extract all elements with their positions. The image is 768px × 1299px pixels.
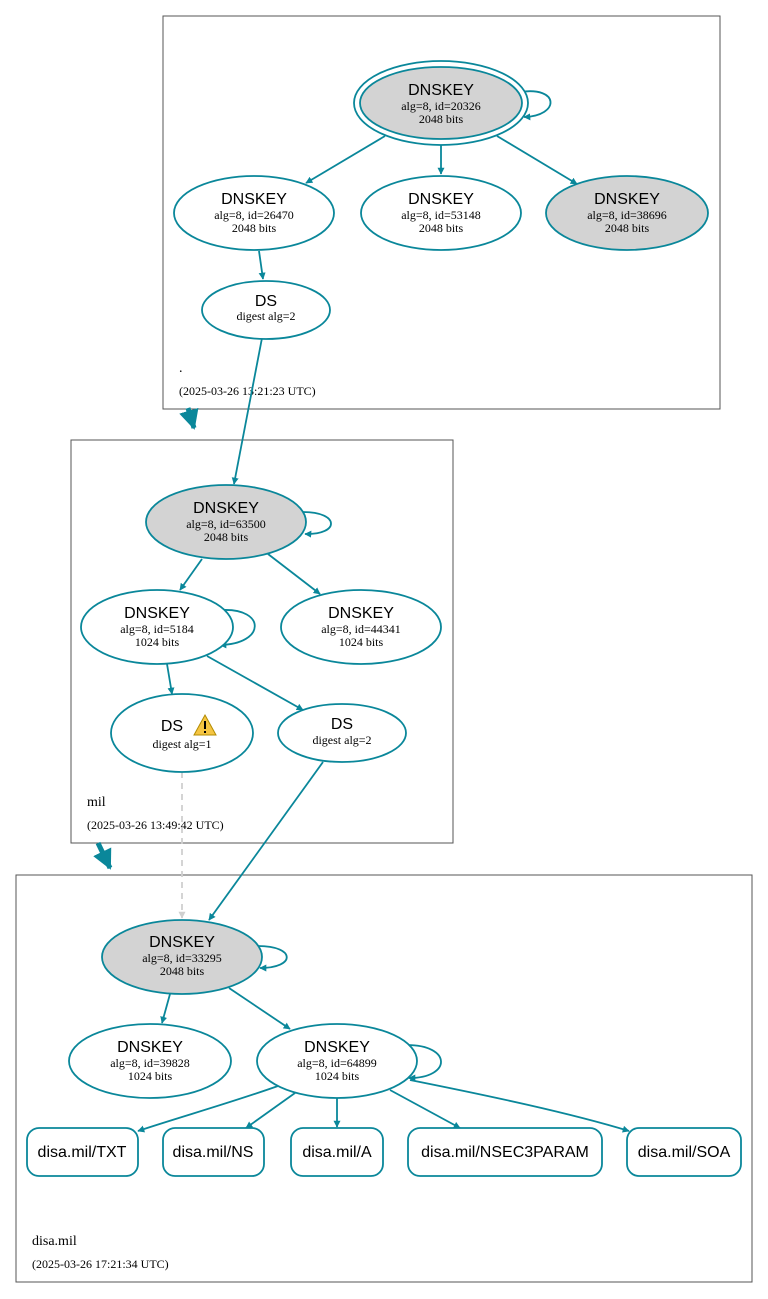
- delegation-arrow-root-mil: [179, 407, 199, 430]
- node-alg-id: alg=8, id=39828: [110, 1056, 190, 1070]
- edge-mil-ds2-disa-ksk: [208, 761, 324, 921]
- node-alg-id: alg=8, id=63500: [186, 517, 266, 531]
- edge-mil-ksk-zsk1: [179, 558, 203, 591]
- zone-root: . (2025-03-26 13:21:23 UTC): [162, 15, 721, 410]
- node-digest: digest alg=1: [152, 737, 211, 751]
- dnskey-node-root-ksk[interactable]: DNSKEY alg=8, id=20326 2048 bits: [353, 60, 529, 146]
- dnskey-node-disa-ksk[interactable]: DNSKEY alg=8, id=33295 2048 bits: [101, 919, 263, 995]
- node-alg-id: alg=8, id=64899: [297, 1056, 377, 1070]
- node-title: DS: [331, 716, 353, 733]
- node-digest: digest alg=2: [236, 309, 295, 323]
- dnskey-node-root-zsk1[interactable]: DNSKEY alg=8, id=26470 2048 bits: [173, 175, 335, 251]
- node-title: DNSKEY: [304, 1039, 370, 1056]
- rrset-node-txt[interactable]: disa.mil/TXT: [26, 1127, 139, 1177]
- node-digest: digest alg=2: [312, 733, 371, 747]
- rrset-node-soa[interactable]: disa.mil/SOA: [626, 1127, 742, 1177]
- node-bits: 2048 bits: [204, 530, 249, 544]
- rrset-label: disa.mil/A: [302, 1144, 372, 1161]
- node-alg-id: alg=8, id=44341: [321, 622, 401, 636]
- edge-root-ksk-zsk1: [305, 135, 386, 184]
- edge-mil-ksk-self: [302, 511, 332, 538]
- node-bits: 1024 bits: [339, 635, 384, 649]
- zone-mil: mil (2025-03-26 13:49:42 UTC): [70, 439, 454, 844]
- zone-disa-name: disa.mil: [32, 1234, 77, 1249]
- node-bits: 1024 bits: [128, 1069, 173, 1083]
- edge-root-ds-mil-ksk: [231, 337, 263, 485]
- node-title: DNSKEY: [328, 605, 394, 622]
- node-title: DS: [161, 718, 183, 735]
- edge-mil-ksk-zsk2: [267, 553, 321, 595]
- dnskey-node-disa-zsk1[interactable]: DNSKEY alg=8, id=39828 1024 bits: [68, 1023, 232, 1099]
- node-alg-id: alg=8, id=38696: [587, 208, 667, 222]
- rrset-node-ns[interactable]: disa.mil/NS: [162, 1127, 265, 1177]
- delegation-arrow-mil-disa: [93, 841, 113, 870]
- ds-node-mil-digest1[interactable]: DS digest alg=1: [110, 693, 254, 773]
- node-title: DNSKEY: [408, 191, 474, 208]
- rrset-label: disa.mil/SOA: [638, 1144, 731, 1161]
- rrset-node-nsec3param[interactable]: disa.mil/NSEC3PARAM: [407, 1127, 603, 1177]
- node-bits: 2048 bits: [232, 221, 277, 235]
- rrset-node-a[interactable]: disa.mil/A: [290, 1127, 384, 1177]
- node-alg-id: alg=8, id=33295: [142, 951, 222, 965]
- dnskey-node-mil-zsk2[interactable]: DNSKEY alg=8, id=44341 1024 bits: [280, 589, 442, 665]
- ds-node-root[interactable]: DS digest alg=2: [201, 280, 331, 340]
- node-title: DNSKEY: [408, 82, 474, 99]
- zone-root-timestamp: (2025-03-26 13:21:23 UTC): [179, 384, 316, 398]
- node-title: DNSKEY: [221, 191, 287, 208]
- node-bits: 2048 bits: [160, 964, 205, 978]
- node-title: DNSKEY: [149, 934, 215, 951]
- edge-disa-zsk2-soa: [409, 1079, 630, 1133]
- rrset-label: disa.mil/NSEC3PARAM: [421, 1144, 589, 1161]
- node-title: DNSKEY: [193, 500, 259, 517]
- edge-disa-ksk-zsk1: [160, 993, 171, 1024]
- node-alg-id: alg=8, id=53148: [401, 208, 481, 222]
- zone-root-name: .: [179, 361, 183, 376]
- node-title: DNSKEY: [117, 1039, 183, 1056]
- edge-root-ksk-zsk3: [496, 135, 578, 185]
- node-title: DS: [255, 293, 277, 310]
- node-bits: 1024 bits: [315, 1069, 360, 1083]
- edge-disa-ksk-zsk2: [228, 987, 291, 1030]
- node-bits: 1024 bits: [135, 635, 180, 649]
- ds-node-mil-digest2[interactable]: DS digest alg=2: [277, 703, 407, 763]
- dnskey-node-root-zsk2[interactable]: DNSKEY alg=8, id=53148 2048 bits: [360, 175, 522, 251]
- node-bits: 2048 bits: [419, 221, 464, 235]
- node-alg-id: alg=8, id=20326: [401, 99, 481, 113]
- dnskey-node-mil-zsk1[interactable]: DNSKEY alg=8, id=5184 1024 bits: [80, 589, 234, 665]
- zone-mil-name: mil: [87, 795, 106, 810]
- dnskey-node-root-zsk3[interactable]: DNSKEY alg=8, id=38696 2048 bits: [545, 175, 709, 251]
- zone-disa-timestamp: (2025-03-26 17:21:34 UTC): [32, 1257, 169, 1271]
- edge-disa-zsk2-nsec3param: [389, 1089, 461, 1129]
- edge-root-zsk1-ds: [258, 250, 266, 280]
- edge-disa-zsk2-self: [406, 1044, 442, 1082]
- node-title: DNSKEY: [594, 191, 660, 208]
- node-bits: 2048 bits: [605, 221, 650, 235]
- edge-disa-ksk-self: [257, 945, 288, 972]
- warning-triangle-icon[interactable]: [193, 713, 217, 736]
- rrset-label: disa.mil/TXT: [38, 1144, 127, 1161]
- dnskey-node-disa-zsk2[interactable]: DNSKEY alg=8, id=64899 1024 bits: [256, 1023, 418, 1099]
- node-title: DNSKEY: [124, 605, 190, 622]
- rrset-label: disa.mil/NS: [173, 1144, 254, 1161]
- zone-mil-timestamp: (2025-03-26 13:49:42 UTC): [87, 818, 224, 832]
- edge-root-ksk-self: [519, 90, 552, 121]
- zone-disa: disa.mil (2025-03-26 17:21:34 UTC): [15, 874, 753, 1283]
- node-bits: 2048 bits: [419, 112, 464, 126]
- edge-mil-zsk1-ds1: [166, 663, 175, 695]
- node-alg-id: alg=8, id=5184: [120, 622, 194, 636]
- node-alg-id: alg=8, id=26470: [214, 208, 294, 222]
- edge-disa-zsk2-txt: [137, 1085, 279, 1133]
- edge-mil-zsk1-ds2: [206, 655, 304, 711]
- edge-disa-zsk2-ns: [245, 1092, 296, 1129]
- edge-mil-zsk1-self: [219, 609, 256, 649]
- dnskey-node-mil-ksk[interactable]: DNSKEY alg=8, id=63500 2048 bits: [145, 484, 307, 560]
